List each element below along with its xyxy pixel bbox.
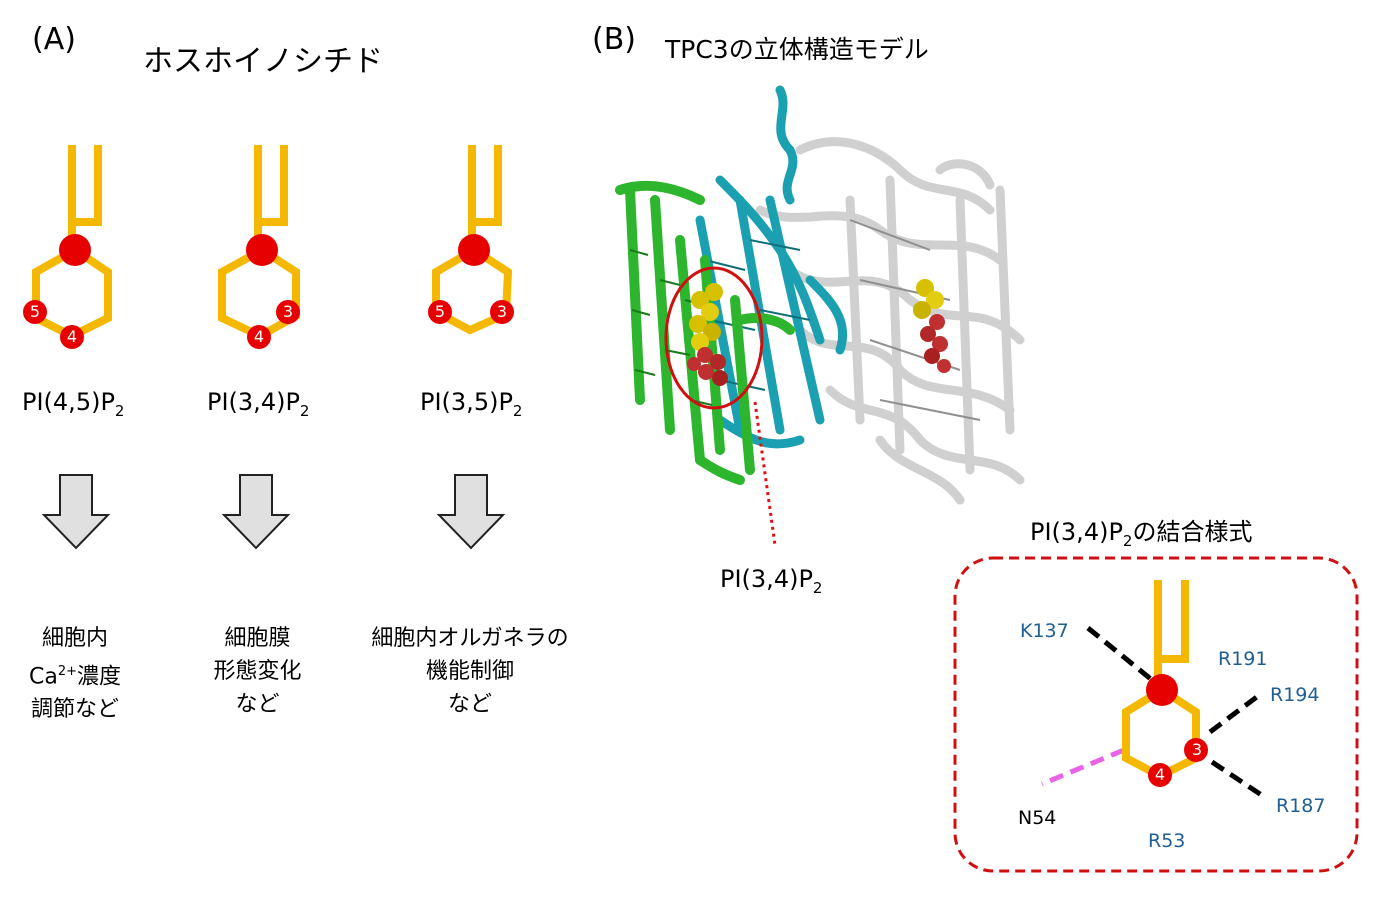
phosphate-pos-5 [428,300,452,324]
down-arrow-1 [41,474,111,550]
position-number: 3 [282,302,294,321]
position-number: 4 [1154,765,1166,784]
phosphate-head [59,234,91,266]
panel-b-title: TPC3の立体構造モデル [665,35,929,64]
binding-mode-box [953,556,1359,873]
lipid-tail [68,145,102,226]
binding-site-pointer [753,401,777,546]
position-number: 5 [434,302,446,321]
lipid-name-pi34p2: PI(3,4)P2 [207,388,310,420]
lipid-name-pi35p2: PI(3,5)P2 [420,388,523,420]
phosphate-pos-3 [1184,738,1208,762]
hbond-k137 [1086,626,1154,682]
residue-r194: R194 [1270,684,1320,706]
residue-r187: R187 [1276,795,1326,817]
phosphate-head [458,234,490,266]
position-number: 3 [496,302,508,321]
down-arrow-2 [221,474,291,550]
ligand-spheres-left [687,283,728,386]
phosphate-pos-4 [1148,763,1172,787]
residue-r191: R191 [1218,648,1268,670]
binding-mode-title: PI(3,4)P2の結合様式 [1030,518,1253,550]
residue-r53: R53 [1148,830,1186,852]
residue-n54: N54 [1018,807,1057,829]
hbond-r194 [1208,691,1264,734]
phosphate-pos-3 [490,300,514,324]
tpc3-structure-model [615,85,1025,546]
panel-a-title: ホスホイノシチド [143,44,383,79]
binding-site-label: PI(3,4)P2 [720,565,823,597]
phosphate-pos-4 [247,325,271,349]
lipid-name-pi45p2: PI(4,5)P2 [22,388,125,420]
residue-k137: K137 [1020,620,1069,642]
position-number: 5 [29,302,41,321]
phosphate-head [1146,674,1178,706]
down-arrow-3 [436,474,506,550]
hbond-r187 [1210,759,1268,801]
phosphate-pos-4 [60,325,84,349]
panel-b-label: (B) [592,22,636,57]
binding-site-highlight [664,266,764,410]
hbond-n54 [1041,747,1125,787]
phosphate-head [246,234,278,266]
phosphate-pos-5 [23,300,47,324]
panel-a-label: (A) [32,22,76,57]
position-number: 4 [253,327,265,346]
function-pi34p2: 細胞膜 形態変化 など [213,626,302,717]
function-pi45p2: 細胞内 Ca2+濃度 調節など [28,626,122,723]
position-number: 3 [1191,740,1203,759]
position-number: 4 [66,327,78,346]
phosphate-pos-3 [276,300,300,324]
ligand-spheres-right [913,279,951,373]
function-pi35p2: 細胞内オルガネラの 機能制御 など [371,626,569,717]
